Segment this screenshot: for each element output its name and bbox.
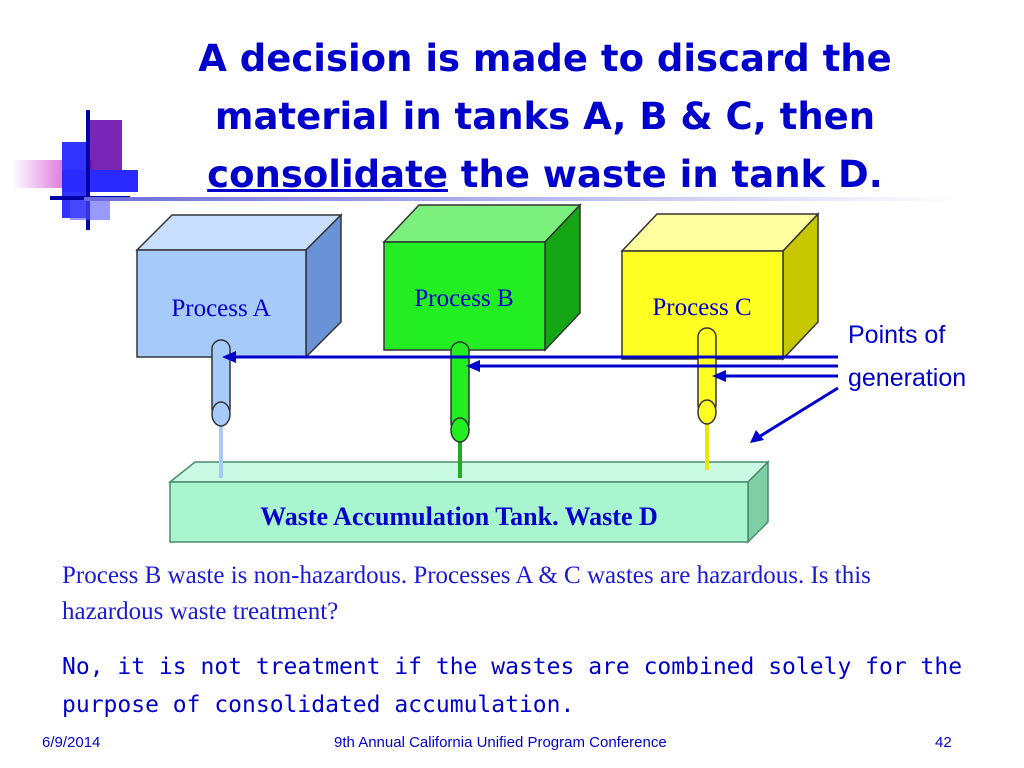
title-underlined-word: consolidate [207,153,448,196]
paragraph-hazardous-question: Process B waste is non-hazardous. Proces… [62,562,871,625]
process-a-label: Process A [171,295,270,322]
slide-title: A decision is made to discard the materi… [150,30,940,204]
corner-decoration [12,110,138,230]
process-a-box [135,213,343,359]
process-b-label: Process B [414,285,513,312]
pipe-a [211,339,231,478]
footer-page-number: 42 [935,734,952,751]
arrow-heads [222,351,764,443]
process-c-label: Process C [652,294,751,321]
process-b-box [382,203,582,352]
generation-arrows [226,355,839,442]
paragraph-answer: No, it is not treatment if the wastes ar… [62,654,963,718]
tank-label: Waste Accumulation Tank. Waste D [260,502,658,531]
points-of-generation-label-2: generation [848,364,966,392]
pipe-b [450,341,470,478]
footer-conference: 9th Annual California Unified Program Co… [334,734,667,751]
footer-date: 6/9/2014 [42,734,101,751]
title-text-2: the waste in tank D. [447,153,883,196]
title-text-1: A decision is made to discard the materi… [198,37,892,138]
points-of-generation-label-1: Points of [848,321,945,349]
process-c-box [620,212,820,361]
pipe-c [697,327,717,470]
title-divider [84,197,964,201]
waste-tank-d [167,460,770,544]
